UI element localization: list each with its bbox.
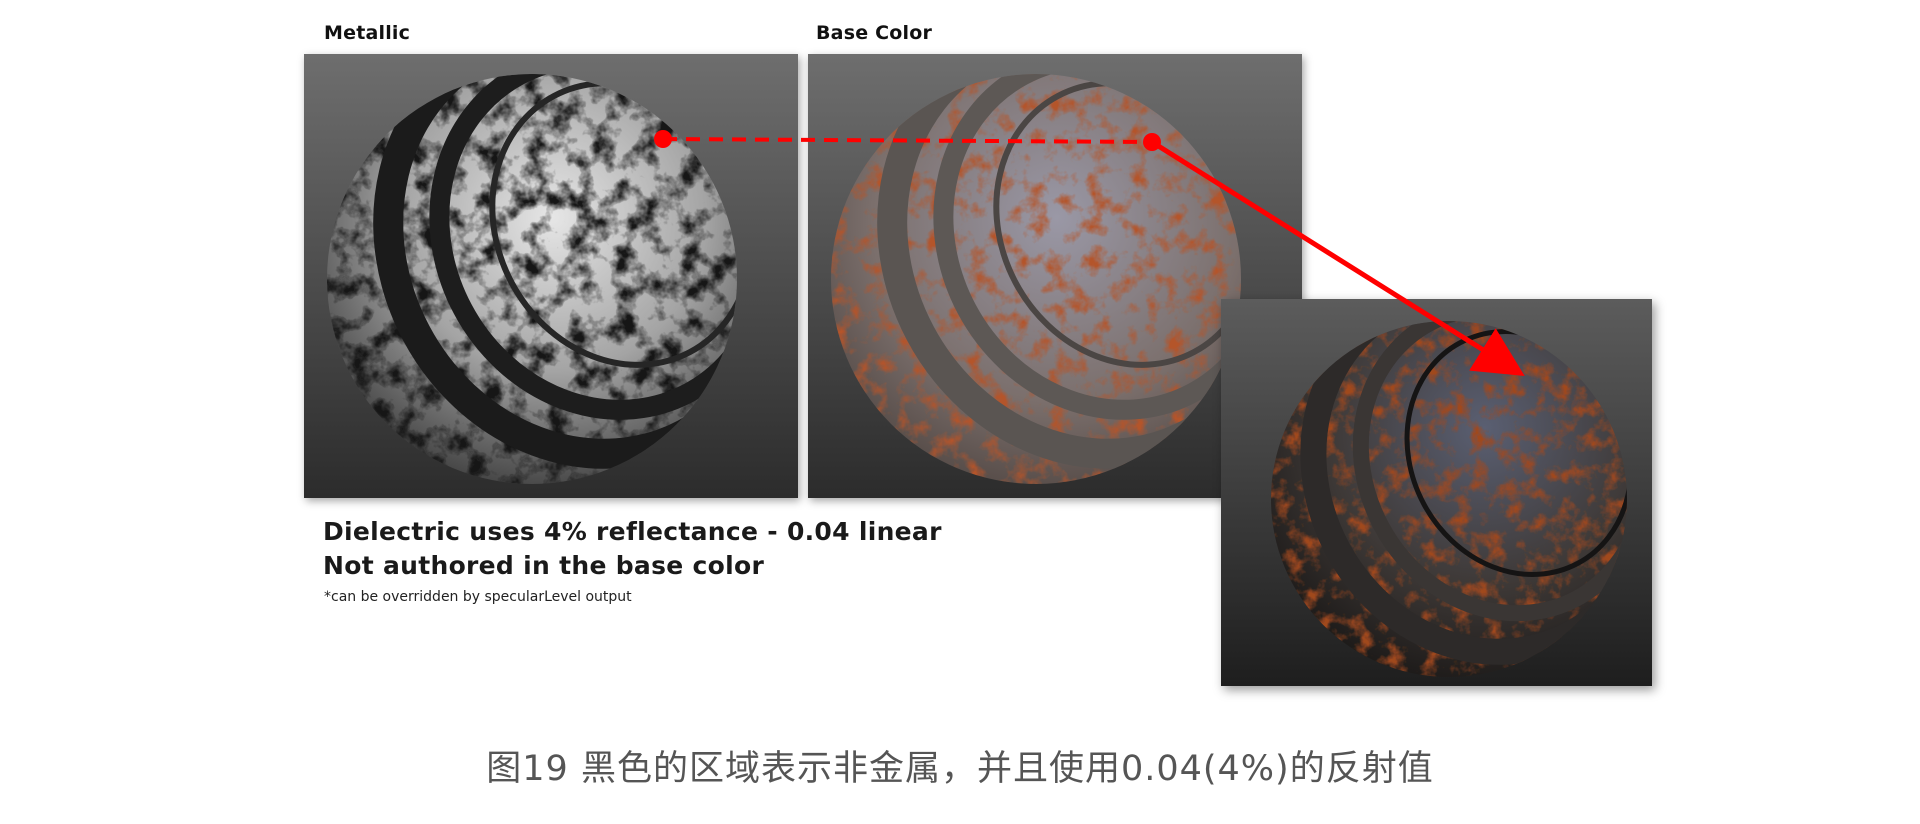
base-color-label: Base Color [816,22,933,44]
explanation-text: Dielectric uses 4% reflectance - 0.04 li… [323,515,942,583]
explanation-line-2: Not authored in the base color [323,551,765,580]
figure-caption: 图19 黑色的区域表示非金属，并且使用0.04(4%)的反射值 [486,749,1434,789]
explanation-line-1: Dielectric uses 4% reflectance - 0.04 li… [323,517,942,546]
rendered-panel [1221,299,1652,686]
metallic-label: Metallic [324,22,411,44]
metallic-panel [304,54,798,498]
sphere-metallic-mask-icon [304,54,798,498]
footnote: *can be overridden by specularLevel outp… [324,589,632,605]
sphere-rendered-icon [1221,299,1652,686]
